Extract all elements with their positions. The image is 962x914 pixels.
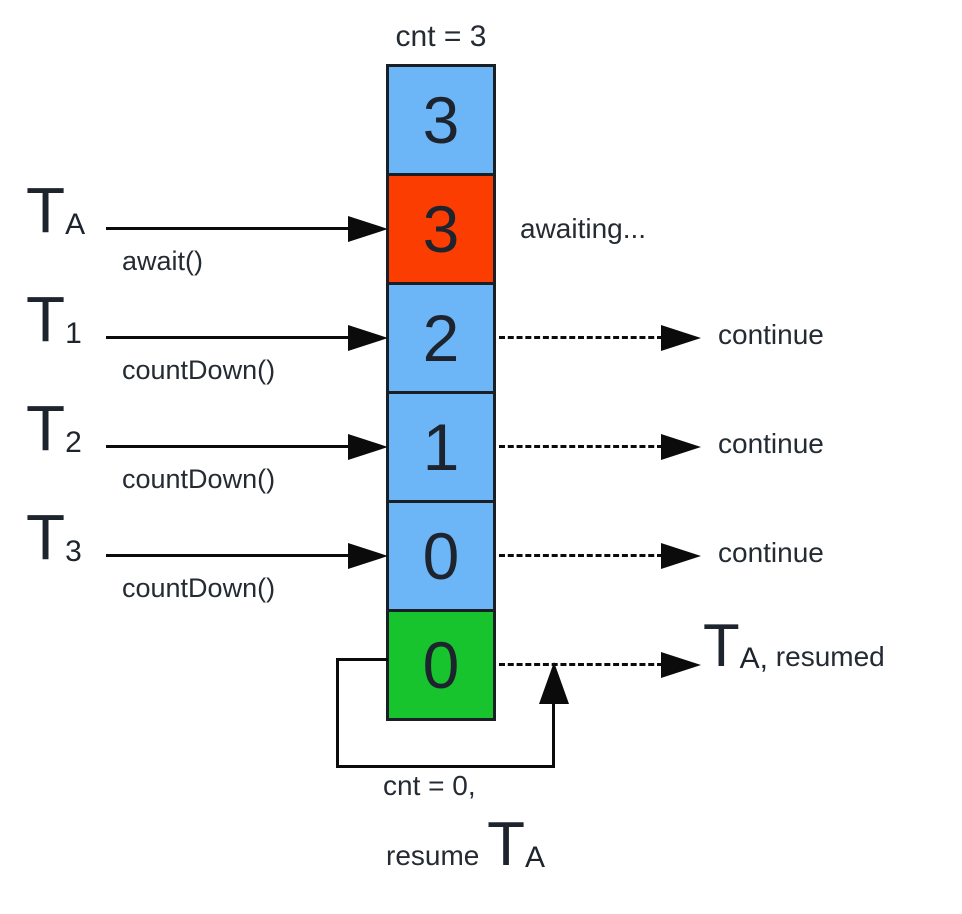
arrow-head-right-icon (348, 543, 388, 569)
arrow-line (106, 227, 350, 230)
count-cell-released: 0 (386, 609, 496, 721)
thread-name: T (703, 612, 740, 679)
count-stack: 3 3 2 1 0 0 (386, 64, 496, 721)
loop-line (552, 700, 555, 768)
thread-subscript: 1 (65, 317, 82, 350)
count-zero-label: cnt = 0, (383, 770, 476, 801)
arrow-head-right-icon (348, 325, 388, 351)
arrow-head-right-icon (661, 325, 701, 351)
count-cell: 2 (386, 282, 496, 394)
thread-name: T (487, 810, 526, 879)
initial-count-label: cnt = 3 (395, 20, 487, 53)
arrow-line (106, 445, 350, 448)
arrow-line (106, 554, 350, 557)
thread-subscript: 2 (65, 426, 82, 459)
thread-name: T (26, 501, 66, 573)
thread-action-label: await() (122, 246, 204, 276)
count-cell: 1 (386, 391, 496, 503)
dashed-arrow-line (499, 445, 663, 448)
thread-subscript: A, (739, 642, 769, 675)
thread-label-t3: T3 (26, 505, 82, 569)
dashed-arrow-line (499, 554, 663, 557)
loop-line (336, 658, 339, 768)
resumed-text: resumed (768, 641, 885, 672)
arrow-head-right-icon (661, 543, 701, 569)
continue-label: continue (718, 428, 824, 459)
arrow-head-right-icon (348, 216, 388, 242)
dashed-arrow-line (499, 336, 663, 339)
thread-label-t2: T2 (26, 396, 82, 460)
resume-prefix: resume (386, 840, 488, 871)
count-cell: 3 (386, 64, 496, 176)
thread-action-label: countDown() (122, 464, 276, 494)
continue-label: continue (718, 319, 824, 350)
arrow-line (106, 336, 350, 339)
awaiting-label: awaiting... (520, 213, 647, 244)
resume-label: resume TA (386, 814, 545, 876)
count-cell-awaiting: 3 (386, 173, 496, 285)
arrow-head-right-icon (661, 652, 701, 678)
thread-name: T (26, 392, 66, 464)
arrow-head-right-icon (348, 434, 388, 460)
loop-line (336, 765, 555, 768)
thread-action-label: countDown() (122, 573, 276, 603)
thread-label-t1: T1 (26, 287, 82, 351)
arrow-head-up-icon (539, 662, 569, 704)
thread-name: T (26, 174, 66, 246)
thread-label-ta: TA (26, 178, 85, 242)
thread-subscript: A (525, 841, 546, 874)
thread-subscript: 3 (65, 535, 82, 568)
resumed-label: TA, resumed (703, 616, 885, 676)
thread-name: T (26, 283, 66, 355)
continue-label: continue (718, 537, 824, 568)
thread-subscript: A (65, 208, 86, 241)
dashed-arrow-line (499, 663, 663, 666)
count-cell: 0 (386, 500, 496, 612)
loop-line (336, 658, 388, 661)
thread-action-label: countDown() (122, 355, 276, 385)
arrow-head-right-icon (661, 434, 701, 460)
